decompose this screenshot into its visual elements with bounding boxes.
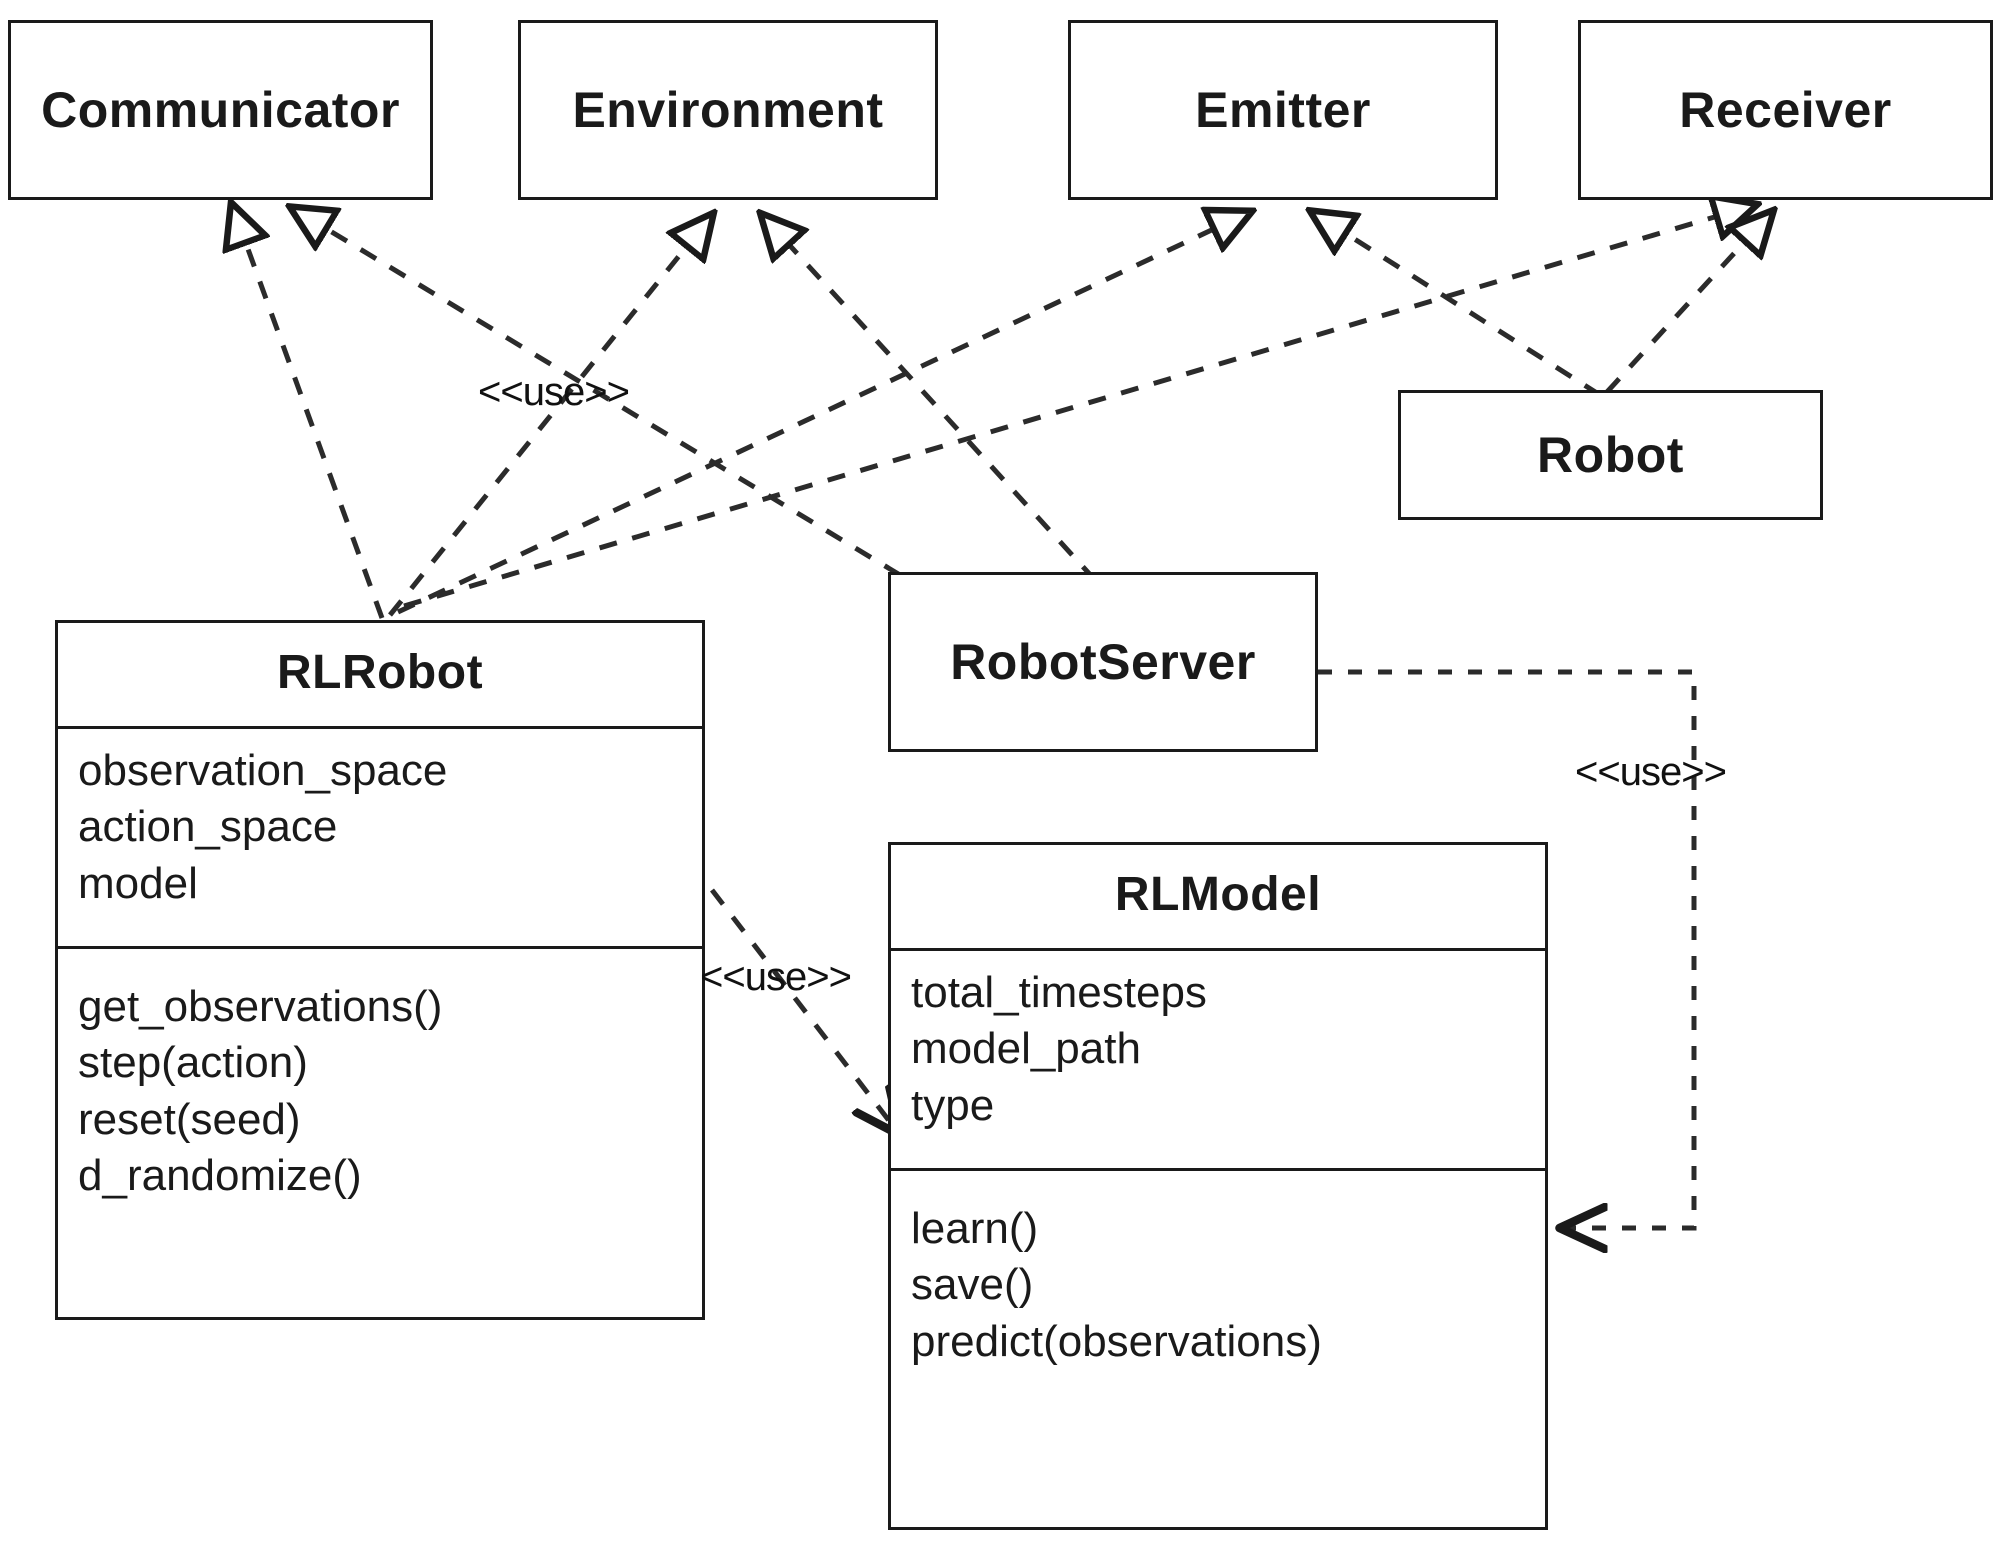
class-name-robot: Robot xyxy=(1537,427,1684,483)
class-box-emitter[interactable]: Emitter xyxy=(1068,20,1498,200)
operation-item: get_observations() xyxy=(78,981,443,1031)
rlmodel-operations: learn() save() predict(observations) xyxy=(891,1167,1545,1527)
class-box-receiver[interactable]: Receiver xyxy=(1578,20,1993,200)
attribute-item: total_timesteps xyxy=(911,968,1207,1017)
operation-item: step(action) xyxy=(78,1038,308,1088)
class-box-rlmodel[interactable]: RLModel total_timesteps model_path type … xyxy=(888,842,1548,1530)
class-box-robotserver[interactable]: RobotServer xyxy=(888,572,1318,752)
class-box-rlrobot[interactable]: RLRobot observation_space action_space m… xyxy=(55,620,705,1320)
class-name-communicator: Communicator xyxy=(41,82,400,138)
operation-item: reset(seed) xyxy=(78,1094,301,1144)
class-box-environment[interactable]: Environment xyxy=(518,20,938,200)
operation-item: d_randomize() xyxy=(78,1150,362,1200)
attribute-item: model xyxy=(78,858,198,908)
edge-robotserver-environment xyxy=(762,215,1097,582)
class-box-communicator[interactable]: Communicator xyxy=(8,20,433,200)
operation-item: learn() xyxy=(911,1203,1039,1253)
attribute-item: action_space xyxy=(78,802,338,852)
class-name-rlrobot: RLRobot xyxy=(276,646,484,699)
operation-item: save() xyxy=(911,1260,1034,1310)
class-name-emitter: Emitter xyxy=(1195,82,1371,138)
attribute-item: observation_space xyxy=(78,746,448,795)
edge-robot-receiver xyxy=(1605,212,1772,394)
attribute-item: model_path xyxy=(911,1024,1141,1074)
stereotype-label-use-top: <<use>> xyxy=(478,370,630,414)
class-name-rlmodel: RLModel xyxy=(1114,868,1322,921)
edge-rlrobot-communicator xyxy=(232,205,385,619)
rlrobot-attributes: observation_space action_space model xyxy=(58,726,702,946)
edge-robot-emitter xyxy=(1312,212,1602,398)
stereotype-label-use-right: <<use>> xyxy=(1575,750,1727,794)
operation-item: predict(observations) xyxy=(911,1316,1322,1366)
class-name-robotserver: RobotServer xyxy=(950,634,1256,690)
rlmodel-attributes: total_timesteps model_path type xyxy=(891,948,1545,1168)
class-box-robot[interactable]: Robot xyxy=(1398,390,1823,520)
attribute-item: type xyxy=(911,1080,995,1130)
class-name-receiver: Receiver xyxy=(1679,82,1892,138)
class-name-environment: Environment xyxy=(572,82,884,138)
rlrobot-operations: get_observations() step(action) reset(se… xyxy=(58,945,702,1317)
edge-rlrobot-rlmodel xyxy=(710,888,900,1135)
stereotype-label-use-middle: <<use>> xyxy=(700,955,852,999)
edge-rlrobot-environment xyxy=(388,215,712,617)
